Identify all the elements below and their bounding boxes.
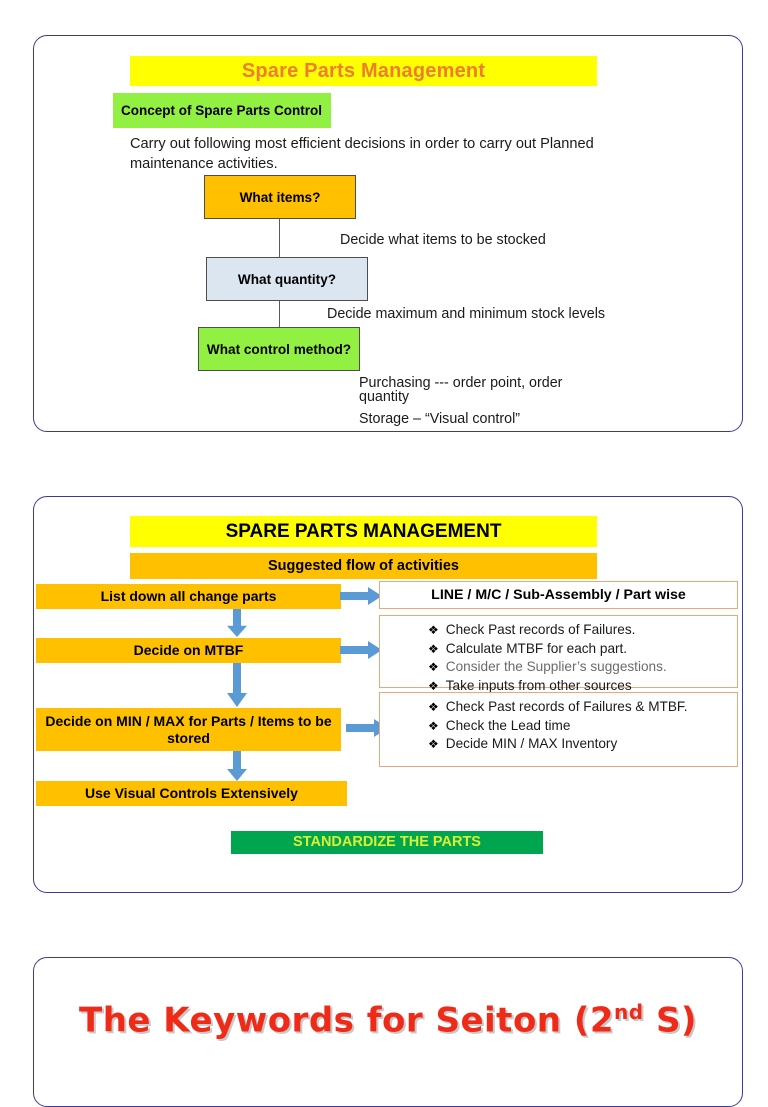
slide1-paragraph: Carry out following most efficient decis…	[130, 136, 594, 172]
list-item-label: Check the Lead time	[445, 717, 571, 733]
detail-box-mtbf: ❖ Check Past records of Failures. ❖ Calcul…	[379, 615, 738, 693]
diamond-bullet-icon: ❖	[428, 700, 439, 714]
diamond-bullet-icon: ❖	[428, 678, 439, 693]
diamond-bullet-icon: ❖	[428, 660, 439, 674]
slide-spare-parts-flow: SPARE PARTS MANAGEMENT Suggested flow of…	[33, 496, 743, 893]
detail-box-line-mc: LINE / M/C / Sub-Assembly / Part wise	[379, 581, 738, 609]
slide3-title-superscript: nd	[614, 1000, 644, 1024]
diamond-bullet-icon: ❖	[428, 623, 439, 637]
connector-line-1	[279, 219, 281, 257]
detail-box-heading: LINE / M/C / Sub-Assembly / Part wise	[431, 587, 686, 603]
list-item: ❖ Consider the Supplier’s suggestions.	[380, 658, 737, 677]
flow-box-what-control-method: What control method?	[198, 327, 360, 371]
detail-bullet-list-mtbf: ❖ Check Past records of Failures. ❖ Calcul…	[380, 616, 737, 695]
list-item: ❖ Calculate MTBF for each part.	[380, 640, 737, 659]
list-item-label: Check Past records of Failures & MTBF.	[445, 699, 688, 714]
list-item-label: Check Past records of Failures.	[445, 622, 636, 637]
detail-box-min-max: ❖Check Past records of Failures & MTBF. …	[379, 692, 738, 767]
list-item: ❖ Check the Lead time	[380, 717, 737, 736]
step-bar-decide-mtbf: Decide on MTBF	[36, 638, 341, 663]
step-bar-decide-min-max: Decide on MIN / MAX for Parts / Items to…	[36, 708, 341, 751]
step-bar-list-change-parts: List down all change parts	[36, 584, 341, 609]
flow-box-what-items: What items?	[204, 175, 356, 219]
list-item-label: Consider the Supplier’s suggestions.	[445, 659, 667, 674]
arrow-right-icon-3	[346, 719, 388, 737]
list-item: ❖ Check Past records of Failures & MTBF.	[380, 698, 737, 717]
arrow-down-icon-1	[227, 609, 247, 637]
slide-seiton-keywords: The Keywords for Seiton (2nd S)	[33, 957, 743, 1107]
diamond-bullet-icon: ❖	[428, 718, 439, 733]
slide1-note-quantity: Decide maximum and minimum stock levels	[327, 306, 606, 322]
standardize-banner: STANDARDIZE THE PARTS	[231, 831, 543, 854]
arrow-down-icon-3	[227, 751, 247, 781]
slide3-title-tail: S)	[643, 1000, 697, 1041]
slide1-note-items: Decide what items to be stocked	[340, 232, 546, 248]
step-bar-visual-controls: Use Visual Controls Extensively	[36, 781, 347, 806]
slide2-title: SPARE PARTS MANAGEMENT	[130, 516, 597, 547]
slide1-note-purchasing: Purchasing --- order point, order quanti…	[359, 375, 563, 405]
list-item-label: Take inputs from other sources	[445, 677, 632, 693]
list-item: ❖ Take inputs from other sources	[380, 677, 737, 696]
slide-spare-parts-concept: Spare Parts Management Concept of Spare …	[33, 35, 743, 432]
slide1-title: Spare Parts Management	[130, 56, 597, 86]
detail-bullet-list-minmax: ❖Check Past records of Failures & MTBF. …	[380, 693, 737, 754]
slide3-title: The Keywords for Seiton (2nd S)	[34, 1000, 742, 1040]
slide1-concept-label: Concept of Spare Parts Control	[113, 93, 331, 128]
arrow-right-icon-2	[340, 641, 382, 659]
slide1-note-storage: Storage – “Visual control”	[359, 411, 521, 427]
diamond-bullet-icon: ❖	[428, 641, 439, 656]
arrow-down-icon-2	[227, 663, 247, 707]
list-item: ❖ Check Past records of Failures.	[380, 621, 737, 640]
list-item-label: Decide MIN / MAX Inventory	[445, 736, 618, 751]
flow-box-what-quantity: What quantity?	[206, 257, 368, 301]
list-item: ❖ Decide MIN / MAX Inventory	[380, 735, 737, 754]
connector-line-2	[279, 301, 281, 331]
arrow-right-icon-1	[340, 587, 382, 605]
diamond-bullet-icon: ❖	[428, 737, 439, 751]
list-item-label: Calculate MTBF for each part.	[445, 640, 628, 656]
slide3-title-main: The Keywords for Seiton (2	[79, 1000, 615, 1041]
slide2-subtitle: Suggested flow of activities	[130, 553, 597, 579]
